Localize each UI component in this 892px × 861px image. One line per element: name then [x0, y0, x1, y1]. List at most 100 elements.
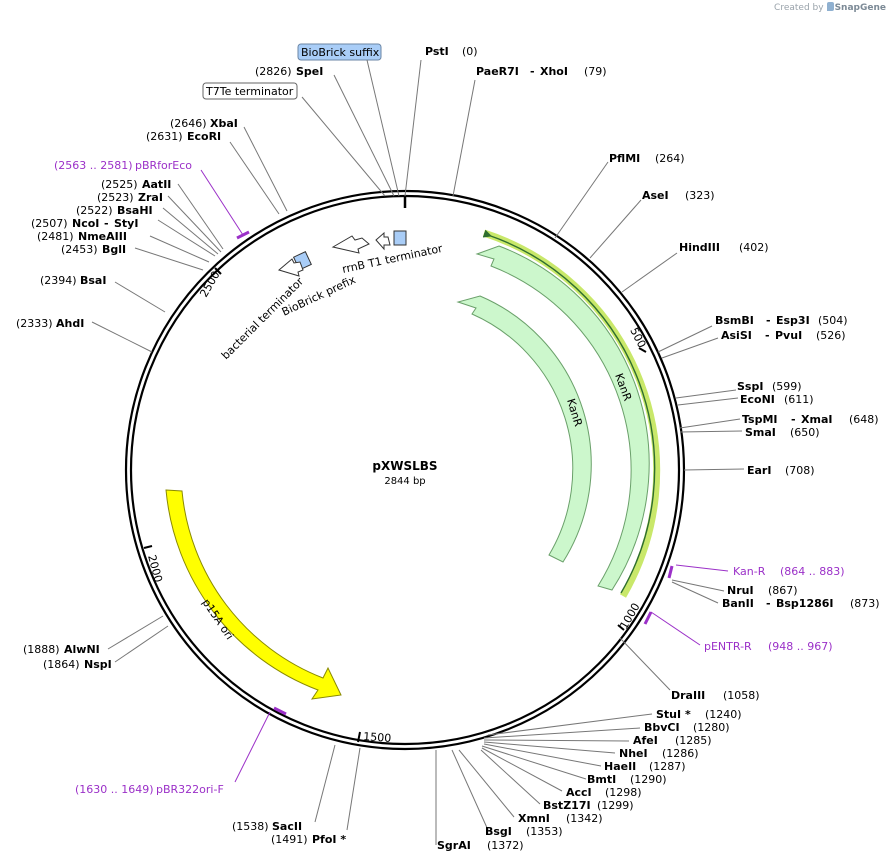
site-asei[interactable]: AseI (323) [642, 189, 715, 202]
site-spei[interactable]: (2826) SpeI [255, 65, 323, 78]
svg-text:pENTR-R: pENTR-R [704, 640, 752, 653]
svg-text:NheI: NheI [619, 747, 648, 760]
site-bgli[interactable]: (2453) BglI [61, 243, 126, 256]
site-aatii[interactable]: (2525) AatII [101, 178, 171, 191]
rrnb-t1-terminator-feature-a[interactable] [375, 231, 391, 251]
site-sspi[interactable]: SspI (599) [737, 380, 802, 393]
svg-text:EarI: EarI [747, 464, 771, 477]
svg-text:TspMI: TspMI [742, 413, 778, 426]
site-econi[interactable]: EcoNI (611) [740, 393, 814, 406]
biobrick-suffix-label: BioBrick suffix [301, 46, 380, 59]
site-bsgi[interactable]: BsgI (1353) [485, 825, 563, 838]
svg-text:BsaI: BsaI [80, 274, 106, 287]
site-bsmbi[interactable]: BsmBI - Esp3I (504) [715, 314, 848, 327]
site-haeii[interactable]: HaeII (1287) [604, 760, 686, 773]
svg-text:AlwNI: AlwNI [64, 643, 100, 656]
svg-text:EcoRI: EcoRI [187, 130, 221, 143]
svg-text:(1287): (1287) [649, 760, 686, 773]
site-eari[interactable]: EarI (708) [747, 464, 815, 477]
site-stui[interactable]: StuI * (1240) [656, 708, 742, 721]
svg-text:(867): (867) [768, 584, 798, 597]
svg-text:SgrAI: SgrAI [437, 839, 471, 852]
site-ahdi[interactable]: (2333) AhdI [16, 317, 84, 330]
t7te-box [202, 82, 298, 100]
svg-text:(1285): (1285) [675, 734, 712, 747]
svg-text:AseI: AseI [642, 189, 669, 202]
site-sacii[interactable]: (1538) SacII [232, 820, 302, 833]
site-ecori[interactable]: (2631) EcoRI [146, 130, 221, 143]
primer-markers [200, 169, 729, 783]
site-nhei[interactable]: NheI (1286) [619, 747, 699, 760]
site-bsahi[interactable]: (2522) BsaHI [76, 204, 153, 217]
svg-text:-: - [530, 65, 535, 78]
site-psti[interactable]: PstI (0) [425, 45, 478, 58]
primer-pentr-r[interactable]: pENTR-R (948 .. 967) [704, 640, 833, 653]
site-nrui[interactable]: NruI (867) [727, 584, 798, 597]
bacterial-terminator-feature[interactable] [277, 258, 304, 277]
site-draiii[interactable]: DraIII (1058) [671, 689, 760, 702]
svg-text:(1280): (1280) [693, 721, 730, 734]
site-zrai[interactable]: (2523) ZraI [97, 191, 163, 204]
site-afei[interactable]: AfeI (1285) [633, 734, 712, 747]
site-acci[interactable]: AccI (1298) [566, 786, 642, 799]
p15a-ori-feature[interactable] [165, 489, 342, 700]
site-alwni[interactable]: (1888) AlwNI [23, 643, 100, 656]
svg-text:(650): (650) [790, 426, 820, 439]
svg-text:pBR322ori-F: pBR322ori-F [156, 783, 224, 796]
svg-text:HaeII: HaeII [604, 760, 636, 773]
rrnb-t1-terminator-feature-b[interactable] [331, 235, 370, 254]
svg-text:BmtI: BmtI [587, 773, 616, 786]
site-xbai[interactable]: (2646) XbaI [170, 117, 238, 130]
site-nmeaiii[interactable]: (2481) NmeAIII [37, 230, 127, 243]
svg-text:NspI: NspI [84, 658, 112, 671]
svg-text:Esp3I: Esp3I [776, 314, 810, 327]
site-sgrai[interactable]: SgrAI (1372) [437, 839, 524, 852]
svg-text:Kan-R: Kan-R [733, 565, 766, 578]
svg-text:NmeAIII: NmeAIII [78, 230, 127, 243]
svg-text:(2646): (2646) [170, 117, 207, 130]
site-bsai[interactable]: (2394) BsaI [40, 274, 106, 287]
site-bmti[interactable]: BmtI (1290) [587, 773, 667, 786]
tick-label-1000: 1000 [617, 601, 642, 632]
svg-text:(526): (526) [816, 329, 846, 342]
site-tspmi[interactable]: TspMI - XmaI (648) [742, 413, 879, 426]
site-paer7i[interactable]: PaeR7I - XhoI (79) [476, 65, 607, 78]
svg-text:(323): (323) [685, 189, 715, 202]
svg-text:(1630 .. 1649): (1630 .. 1649) [75, 783, 154, 796]
site-asisi[interactable]: AsiSI - PvuI (526) [721, 329, 846, 342]
site-bbvci[interactable]: BbvCI (1280) [644, 721, 730, 734]
svg-text:pBRforEco: pBRforEco [135, 159, 192, 172]
kanr-outer-feature[interactable] [475, 245, 650, 591]
svg-text:BglI: BglI [102, 243, 126, 256]
svg-text:(873): (873) [850, 597, 880, 610]
svg-text:(2826): (2826) [255, 65, 292, 78]
svg-text:(0): (0) [462, 45, 478, 58]
biobrick-suffix-feature[interactable] [393, 230, 407, 246]
site-smai[interactable]: SmaI (650) [745, 426, 820, 439]
svg-text:(2394): (2394) [40, 274, 77, 287]
site-hindiii[interactable]: HindIII (402) [679, 241, 769, 254]
primer-kan-r[interactable]: Kan-R (864 .. 883) [733, 565, 845, 578]
site-ncoi[interactable]: (2507) NcoI - StyI [31, 217, 138, 230]
site-xmni[interactable]: XmnI (1342) [518, 812, 603, 825]
svg-text:PflMI: PflMI [609, 152, 640, 165]
svg-text:HindIII: HindIII [679, 241, 720, 254]
primer-pbr322ori-f[interactable]: (1630 .. 1649) pBR322ori-F [75, 783, 224, 796]
site-banii[interactable]: BanII - Bsp1286I (873) [722, 597, 880, 610]
svg-text:StyI: StyI [114, 217, 138, 230]
svg-text:XbaI: XbaI [210, 117, 238, 130]
svg-text:ZraI: ZraI [138, 191, 163, 204]
svg-text:-: - [104, 217, 109, 230]
site-pflmi[interactable]: PflMI (264) [609, 152, 685, 165]
site-nspi[interactable]: (1864) NspI [43, 658, 112, 671]
svg-text:(2631): (2631) [146, 130, 183, 143]
tick-mark-2500: 2500 [197, 267, 223, 300]
primer-pbrforeco[interactable]: (2563 .. 2581) pBRforEco [54, 159, 192, 172]
leader-lines [91, 59, 745, 845]
svg-text:PvuI: PvuI [775, 329, 802, 342]
svg-text:PstI: PstI [425, 45, 449, 58]
site-bstz17i[interactable]: BstZ17I (1299) [543, 799, 634, 812]
site-pfoi[interactable]: (1491) PfoI * [271, 833, 346, 846]
svg-text:(599): (599) [772, 380, 802, 393]
kanr-inner-feature[interactable] [456, 295, 592, 563]
